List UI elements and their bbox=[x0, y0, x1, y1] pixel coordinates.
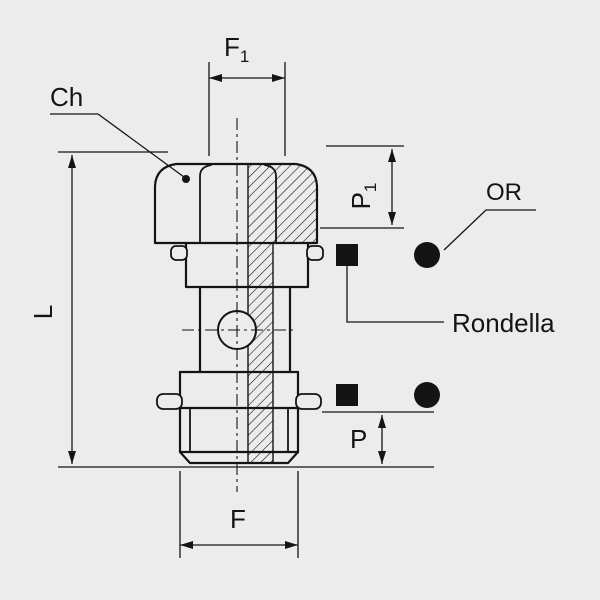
ch-label: Ch bbox=[50, 82, 83, 112]
hex-facet-right bbox=[264, 164, 277, 244]
callout-or: OR bbox=[443, 179, 536, 251]
washer-square-icon-upper bbox=[336, 244, 358, 266]
dimension-l: L bbox=[28, 151, 434, 468]
dimension-f1: F1 bbox=[208, 32, 286, 156]
thread-runout-upper-left bbox=[170, 245, 188, 261]
p1-label: P1 bbox=[346, 183, 380, 210]
ch-leader-dot bbox=[182, 175, 190, 183]
centerlines bbox=[182, 118, 293, 492]
thread-runout-upper-right bbox=[306, 245, 324, 261]
thread-runout-lower-left bbox=[156, 393, 183, 410]
o-ring-circle-icon-upper bbox=[414, 242, 440, 268]
hatch-body-column bbox=[248, 243, 273, 463]
callout-rondella: Rondella bbox=[346, 266, 555, 338]
ch-leader-line bbox=[50, 113, 185, 178]
section-hatching bbox=[247, 165, 317, 463]
hatch-nut-area bbox=[248, 165, 317, 243]
p-label: P bbox=[350, 424, 367, 454]
bottom-chamfer bbox=[178, 450, 300, 465]
f-label: F bbox=[230, 504, 246, 534]
hex-facet-left bbox=[199, 164, 212, 244]
dimension-f: F bbox=[179, 471, 299, 558]
dimension-p: P bbox=[322, 411, 434, 464]
f1-label: F1 bbox=[224, 32, 249, 66]
dimension-p1: P1 bbox=[320, 145, 404, 229]
washer-square-icon-lower bbox=[336, 384, 358, 406]
thread-minor-lines bbox=[189, 407, 289, 453]
thread-runout-lower-right bbox=[295, 393, 322, 410]
callout-ch: Ch bbox=[50, 82, 190, 183]
rondella-leader-line bbox=[346, 266, 444, 323]
o-ring-circle-icon-lower bbox=[414, 382, 440, 408]
hex-nut-outline bbox=[153, 162, 319, 245]
seal-symbols bbox=[336, 242, 440, 408]
l-label: L bbox=[28, 305, 58, 319]
or-leader-line bbox=[443, 209, 536, 251]
collar-outline bbox=[184, 241, 310, 289]
lower-body-outline bbox=[178, 370, 300, 454]
or-label: OR bbox=[486, 179, 522, 206]
rondella-label: Rondella bbox=[452, 308, 555, 338]
